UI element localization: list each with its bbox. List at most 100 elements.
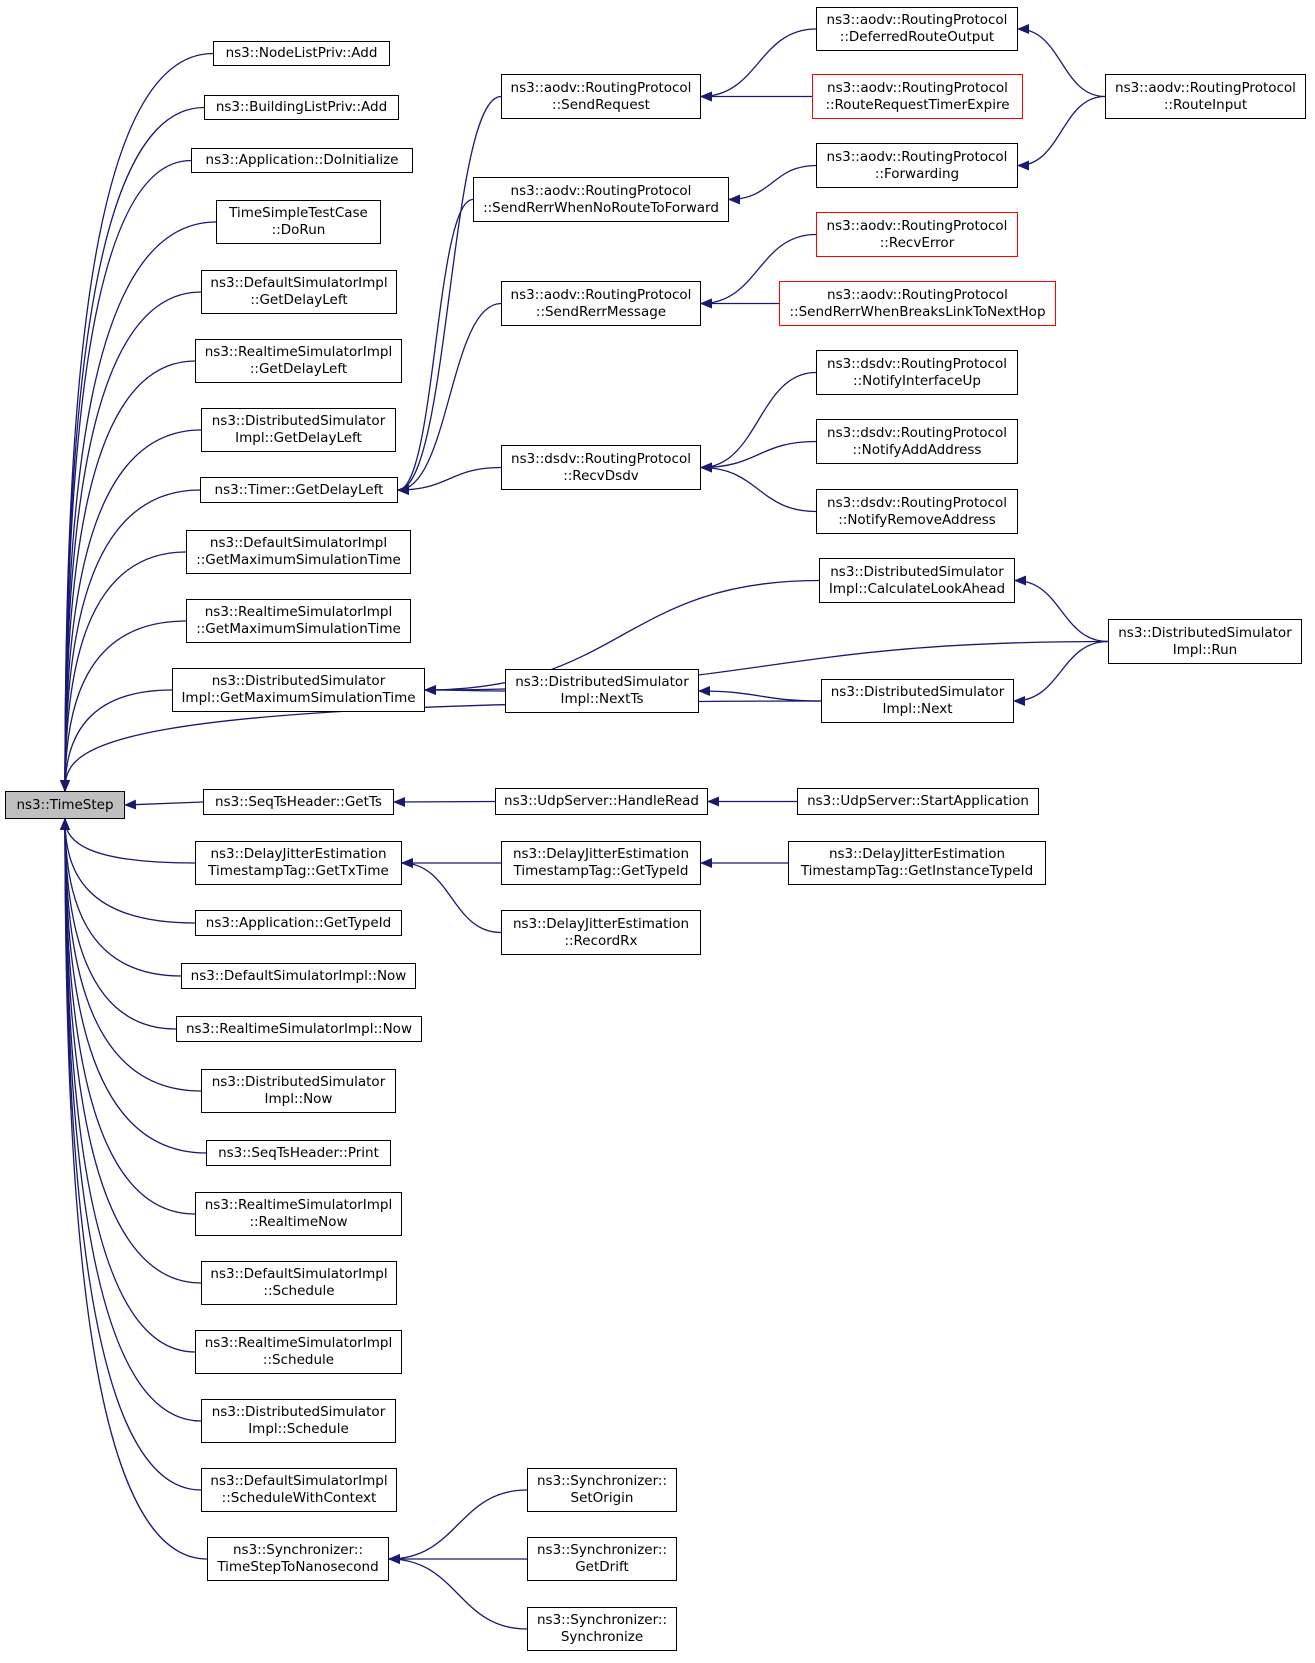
node-label-line: ns3::Application::DoInitialize xyxy=(205,152,399,168)
function-node-dj_recordrx[interactable]: ns3::DelayJitterEstimation::RecordRx xyxy=(501,910,701,955)
function-node-sync_setorigin[interactable]: ns3::Synchronizer::SetOrigin xyxy=(527,1468,677,1512)
node-label-line: TimeStepToNanosecond xyxy=(217,1559,379,1575)
node-label-line: ns3::Synchronizer:: xyxy=(233,1542,363,1558)
function-node-rt_getdelayleft[interactable]: ns3::RealtimeSimulatorImpl::GetDelayLeft xyxy=(195,339,402,383)
function-node-timesimple_dorun[interactable]: TimeSimpleTestCase::DoRun xyxy=(216,200,381,244)
function-node-app_gettypeid[interactable]: ns3::Application::GetTypeId xyxy=(195,910,402,936)
node-label-line: GetDrift xyxy=(575,1559,629,1575)
function-node-aodv_rreqtimer[interactable]: ns3::aodv::RoutingProtocol::RouteRequest… xyxy=(812,74,1023,119)
node-label-line: ns3::DistributedSimulator xyxy=(830,563,1004,580)
function-node-rt_now[interactable]: ns3::RealtimeSimulatorImpl::Now xyxy=(176,1016,422,1042)
function-node-aodv_sendrerr_noroute[interactable]: ns3::aodv::RoutingProtocol::SendRerrWhen… xyxy=(473,177,729,222)
edge-dist_nextts-to-dist_getmax xyxy=(424,685,506,696)
function-node-sync_getdrift[interactable]: ns3::Synchronizer::GetDrift xyxy=(527,1537,677,1581)
edge-dj_recordrx-to-dj_gettxtime xyxy=(401,858,502,934)
function-node-buildinglist_add[interactable]: ns3::BuildingListPriv::Add xyxy=(204,95,399,120)
function-node-dsdv_recvdsdv[interactable]: ns3::dsdv::RoutingProtocol::RecvDsdv xyxy=(501,445,701,490)
function-node-aodv_deferred[interactable]: ns3::aodv::RoutingProtocol::DeferredRout… xyxy=(816,7,1018,51)
node-label-line: TimestampTag::GetInstanceTypeId xyxy=(800,863,1034,879)
function-node-nodelist_add[interactable]: ns3::NodeListPriv::Add xyxy=(213,41,390,66)
function-node-dsdv_notifyadd[interactable]: ns3::dsdv::RoutingProtocol::NotifyAddAdd… xyxy=(816,419,1018,464)
function-node-aodv_sendrequest[interactable]: ns3::aodv::RoutingProtocol::SendRequest xyxy=(501,74,701,119)
edge-aodv_routeinput-to-aodv_forwarding xyxy=(1017,95,1106,171)
edge-aodv_routeinput-to-aodv_deferred xyxy=(1017,24,1106,98)
node-label-line: TimestampTag::GetTypeId xyxy=(513,863,689,879)
function-node-dsdv_notifyremove[interactable]: ns3::dsdv::RoutingProtocol::NotifyRemove… xyxy=(816,489,1018,534)
node-label-line: ns3::Synchronizer:: xyxy=(537,1542,667,1558)
function-node-def_getmax[interactable]: ns3::DefaultSimulatorImpl::GetMaximumSim… xyxy=(186,530,411,574)
node-label-line: ns3::DistributedSimulator xyxy=(830,684,1005,700)
node-label-line: ns3::dsdv::RoutingProtocol xyxy=(827,355,1007,372)
node-label-line: ns3::SeqTsHeader::Print xyxy=(218,1144,379,1161)
function-node-rt_schedule[interactable]: ns3::RealtimeSimulatorImpl::Schedule xyxy=(195,1330,402,1374)
node-label-line: ns3::RealtimeSimulatorImpl xyxy=(204,344,393,360)
node-label-line: ns3::aodv::RoutingProtocol xyxy=(826,217,1008,234)
node-label-line: ns3::DefaultSimulatorImpl::Now xyxy=(190,967,407,984)
edge-udp_handleread-to-seqts_getts xyxy=(393,796,496,807)
node-label-line: ns3::SeqTsHeader::GetTs xyxy=(215,793,382,810)
function-node-aodv_sendrerr_breaks[interactable]: ns3::aodv::RoutingProtocol::SendRerrWhen… xyxy=(779,281,1056,326)
node-label-line: Impl::Now xyxy=(264,1091,333,1107)
function-node-def_now[interactable]: ns3::DefaultSimulatorImpl::Now xyxy=(181,963,416,989)
node-label-line: ns3::aodv::RoutingProtocol xyxy=(510,182,692,199)
function-node-aodv_routeinput[interactable]: ns3::aodv::RoutingProtocol::RouteInput xyxy=(1105,74,1306,119)
edge-sync_ts2ns-to-timestep xyxy=(60,818,208,1560)
function-node-def_schedctx[interactable]: ns3::DefaultSimulatorImpl::ScheduleWithC… xyxy=(201,1468,397,1512)
node-label-line: ns3::RealtimeSimulatorImpl xyxy=(204,1335,393,1351)
node-label-line: ::SendRerrWhenBreaksLinkToNextHop xyxy=(789,303,1046,320)
node-label-line: ::SendRerrWhenNoRouteToForward xyxy=(483,199,719,216)
function-node-seqts_getts[interactable]: ns3::SeqTsHeader::GetTs xyxy=(203,789,394,815)
node-label-line: ::NotifyAddAddress xyxy=(852,441,982,458)
node-label-line: ::RouteInput xyxy=(1163,96,1248,113)
edge-aodv_deferred-to-aodv_sendrequest xyxy=(700,28,817,102)
function-node-sync_synchronize[interactable]: ns3::Synchronizer::Synchronize xyxy=(527,1607,677,1651)
function-node-udp_handleread[interactable]: ns3::UdpServer::HandleRead xyxy=(495,788,708,815)
function-node-timer_getdelayleft[interactable]: ns3::Timer::GetDelayLeft xyxy=(200,477,398,503)
function-node-aodv_sendrerrmsg[interactable]: ns3::aodv::RoutingProtocol::SendRerrMess… xyxy=(501,281,701,326)
node-label-line: ::RecvError xyxy=(879,234,955,251)
function-node-seqts_print[interactable]: ns3::SeqTsHeader::Print xyxy=(206,1140,391,1166)
edge-rt_schedule-to-timestep xyxy=(60,818,196,1353)
node-label-line: ::RecordRx xyxy=(564,932,638,949)
function-node-aodv_forwarding[interactable]: ns3::aodv::RoutingProtocol::Forwarding xyxy=(816,143,1018,188)
node-label-line: Synchronize xyxy=(560,1629,644,1645)
function-node-def_getdelayleft[interactable]: ns3::DefaultSimulatorImpl::GetDelayLeft xyxy=(201,270,397,314)
function-node-udp_startapp[interactable]: ns3::UdpServer::StartApplication xyxy=(797,788,1039,815)
node-label-line: ns3::aodv::RoutingProtocol xyxy=(827,79,1008,96)
node-label-line: ns3::aodv::RoutingProtocol xyxy=(1115,79,1296,96)
function-node-rt_getmax[interactable]: ns3::RealtimeSimulatorImpl::GetMaximumSi… xyxy=(186,599,411,643)
edge-app_gettypeid-to-timestep xyxy=(60,818,196,924)
function-node-def_schedule[interactable]: ns3::DefaultSimulatorImpl::Schedule xyxy=(201,1261,397,1305)
edge-dj_gettxtime-to-timestep xyxy=(60,818,196,864)
node-label-line: Impl::GetDelayLeft xyxy=(235,430,362,446)
function-node-app_doinit[interactable]: ns3::Application::DoInitialize xyxy=(191,148,413,173)
node-label-line: ::SendRequest xyxy=(552,96,650,113)
node-label-line: TimestampTag::GetTxTime xyxy=(208,863,389,879)
node-label-line: ns3::DelayJitterEstimation xyxy=(512,915,690,932)
function-node-aodv_recverror[interactable]: ns3::aodv::RoutingProtocol::RecvError xyxy=(816,212,1018,257)
node-label-line: ns3::DistributedSimulator xyxy=(211,1074,386,1090)
function-node-sync_ts2ns[interactable]: ns3::Synchronizer::TimeStepToNanosecond xyxy=(207,1537,389,1581)
function-node-dsdv_notifyup[interactable]: ns3::dsdv::RoutingProtocol::NotifyInterf… xyxy=(816,350,1018,395)
edge-aodv_sendrerr_noroute-to-timer_getdelayleft xyxy=(397,198,474,495)
node-label-line: ::DoRun xyxy=(271,222,326,238)
function-node-rt_realtimenow[interactable]: ns3::RealtimeSimulatorImpl::RealtimeNow xyxy=(195,1192,402,1236)
node-label-line: Impl::Run xyxy=(1172,641,1238,658)
edge-aodv_forwarding-to-aodv_sendrerr_noroute xyxy=(728,164,817,205)
edge-dist_calclookahead-to-dist_getmax xyxy=(424,579,820,695)
edge-dist_getmax-to-timestep xyxy=(60,689,173,792)
node-label-line: ns3::DelayJitterEstimation xyxy=(512,846,690,862)
edge-dsdv_recvdsdv-to-timer_getdelayleft xyxy=(397,466,502,495)
